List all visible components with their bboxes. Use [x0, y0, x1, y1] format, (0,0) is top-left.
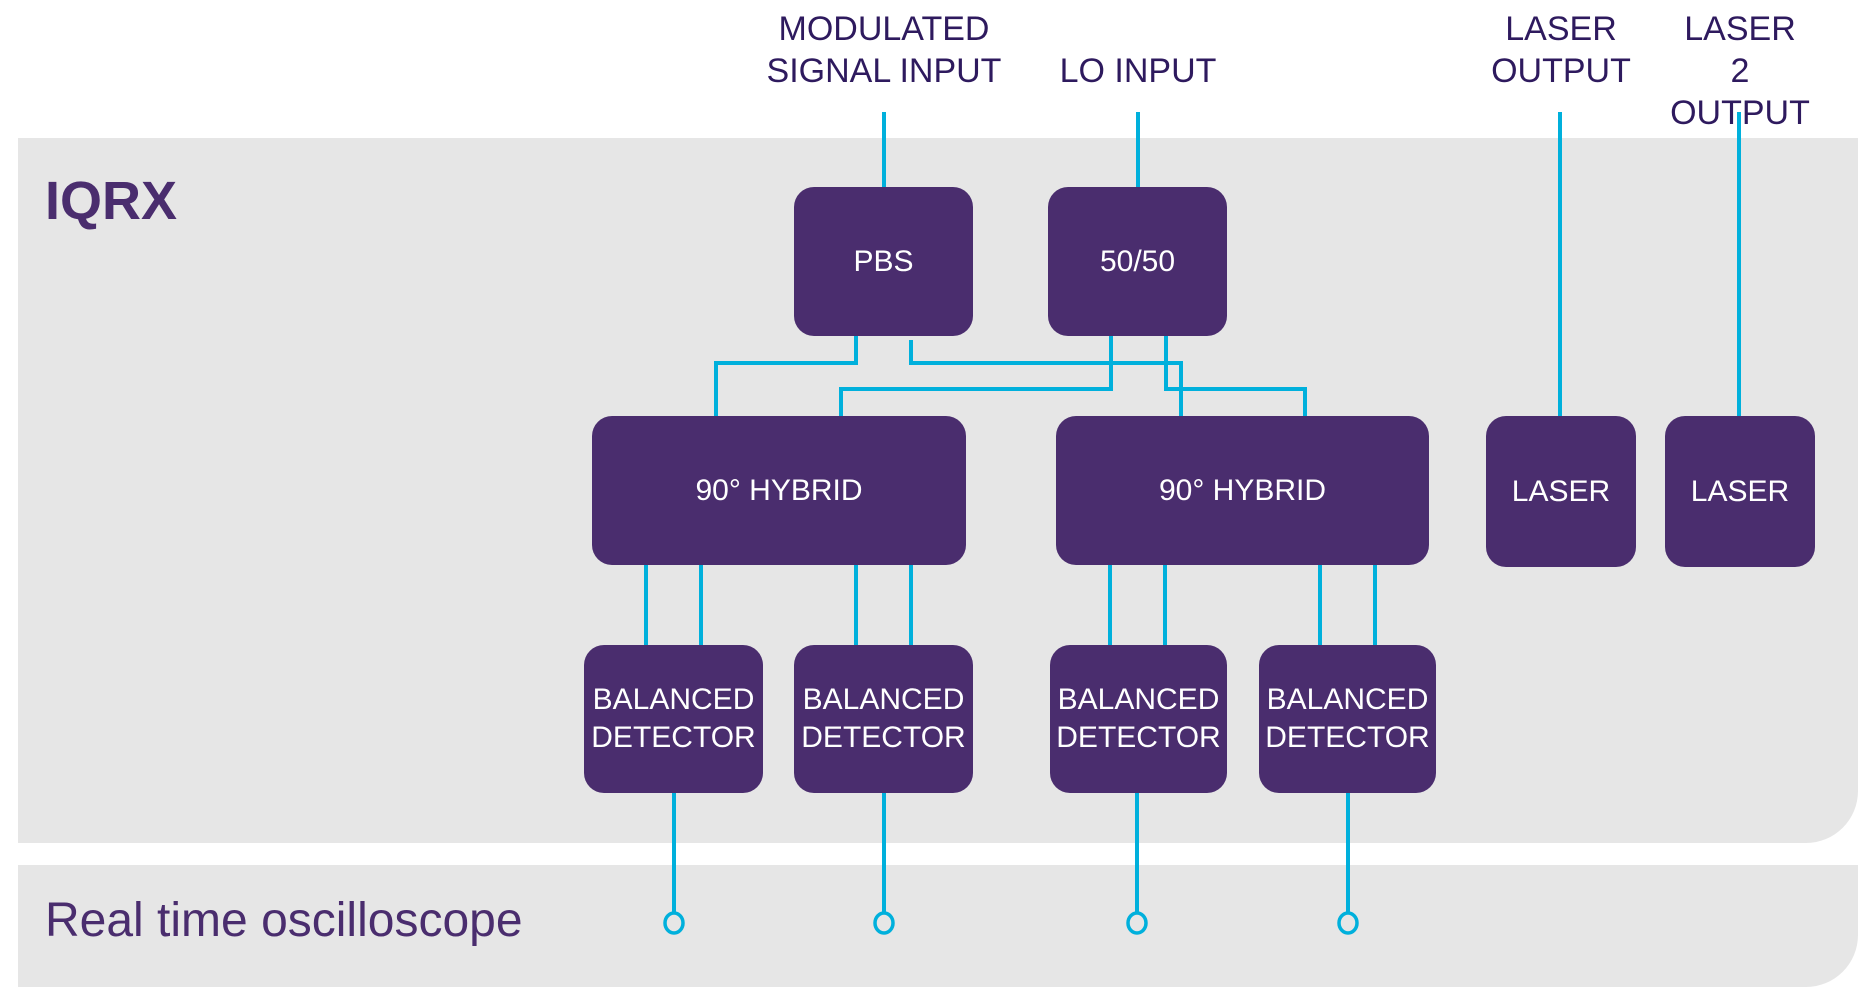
oscilloscope-channel-4-connector-icon [1337, 911, 1359, 935]
block-label: BALANCED DETECTOR [1265, 683, 1430, 754]
port-label-laser-2-output: LASER 2 OUTPUT [1670, 8, 1810, 134]
balanced-detector-block-1: BALANCED DETECTOR [584, 645, 763, 793]
block-label: 90° HYBRID [1158, 473, 1327, 507]
oscilloscope-panel [18, 865, 1858, 987]
hybrid-90-block-1: 90° HYBRID [592, 416, 966, 565]
block-label: 90° HYBRID [695, 473, 863, 507]
block-label: 50/50 [1099, 244, 1176, 278]
hybrid-90-block-2: 90° HYBRID [1056, 416, 1429, 565]
port-label-text: LASER OUTPUT [1491, 10, 1631, 90]
port-label-text: MODULATED SIGNAL INPUT [766, 10, 1002, 90]
oscilloscope-label: Real time oscilloscope [45, 894, 523, 947]
wire-splitter-to-hybrid-1 [839, 336, 1113, 416]
block-label: BALANCED DETECTOR [801, 683, 966, 754]
laser-block-2: LASER [1665, 416, 1815, 567]
port-label-modulated-signal-input: MODULATED SIGNAL INPUT [767, 8, 1002, 92]
port-label-laser-output: LASER OUTPUT [1491, 8, 1631, 92]
oscilloscope-channel-1-connector-icon [663, 911, 685, 935]
wire-pbs-to-hybrid-1 [714, 336, 858, 416]
block-label: BALANCED DETECTOR [591, 683, 756, 754]
port-label-text: LO INPUT [1059, 52, 1217, 90]
balanced-detector-block-3: BALANCED DETECTOR [1050, 645, 1227, 793]
laser-block-1: LASER [1486, 416, 1636, 567]
pbs-block: PBS [794, 187, 973, 336]
wire-pbs-to-hybrid-2 [909, 340, 1183, 416]
balanced-detector-block-2: BALANCED DETECTOR [794, 645, 973, 793]
block-label: LASER [1511, 474, 1611, 508]
port-label-text: LASER 2 OUTPUT [1670, 10, 1810, 132]
oscilloscope-channel-2-connector-icon [873, 911, 895, 935]
iqrx-title: IQRX [45, 171, 178, 231]
balanced-detector-block-4: BALANCED DETECTOR [1259, 645, 1436, 793]
splitter-50-50-block: 50/50 [1048, 187, 1227, 336]
block-label: LASER [1690, 474, 1790, 508]
wire-splitter-to-hybrid-2 [1164, 336, 1307, 416]
port-label-lo-input: LO INPUT [1060, 50, 1217, 92]
block-label: BALANCED DETECTOR [1056, 683, 1221, 754]
oscilloscope-channel-3-connector-icon [1126, 911, 1148, 935]
block-label: PBS [853, 244, 914, 278]
